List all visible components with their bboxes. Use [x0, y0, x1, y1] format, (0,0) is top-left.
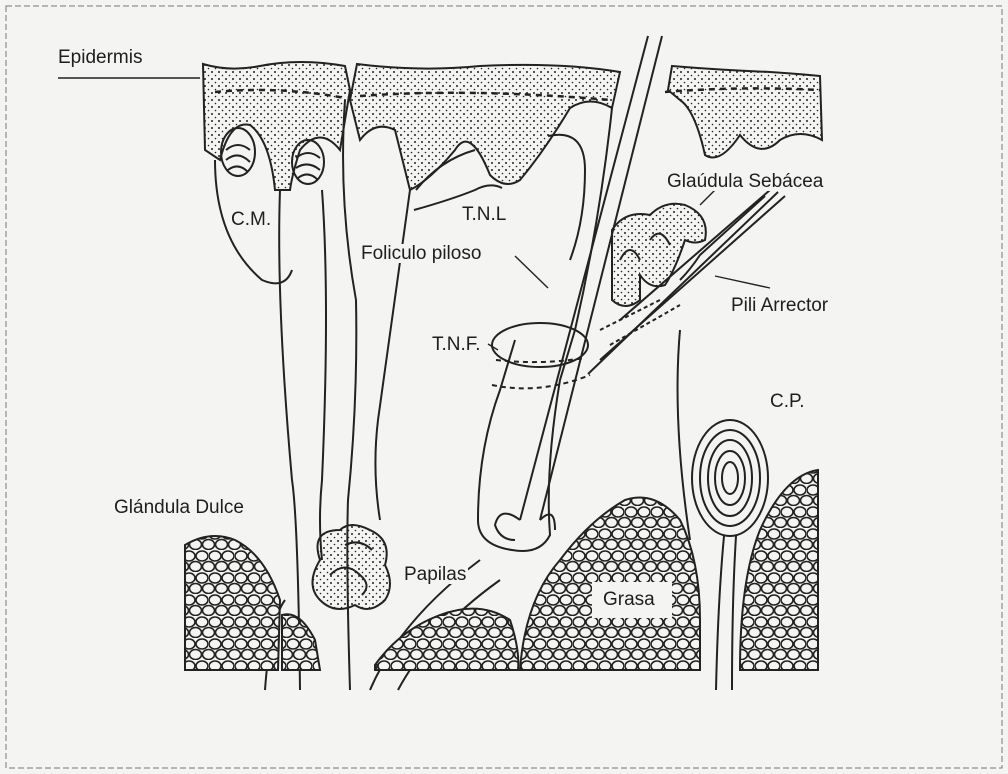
label-tnl: T.N.L: [462, 205, 506, 224]
label-foliculo-piloso: Foliculo piloso: [359, 244, 483, 263]
label-glandula-sebacea: Glaúdula Sebácea: [665, 172, 825, 191]
label-tnf: T.N.F.: [432, 335, 481, 354]
label-papilas: Papilas: [402, 565, 468, 584]
fat-lobules: [185, 470, 818, 670]
sweat-gland-coil: [313, 525, 391, 609]
label-grasa: Grasa: [603, 590, 655, 609]
label-epidermis: Epidermis: [58, 48, 142, 67]
label-glandula-dulce: Glándula Dulce: [112, 498, 246, 517]
label-cp: C.P.: [770, 392, 805, 411]
sebaceous-gland: [612, 204, 706, 306]
label-cm: C.M.: [231, 210, 271, 229]
label-pili-arrector: Pili Arrector: [729, 296, 830, 315]
